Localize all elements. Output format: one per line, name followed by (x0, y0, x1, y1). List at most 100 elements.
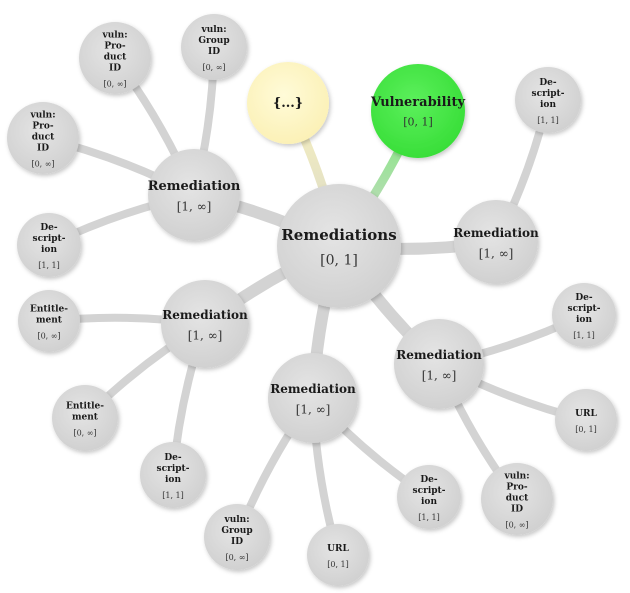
node-label-rem-s-group: vuln: (223, 515, 249, 525)
node-circle-rem-w-ent2 (52, 385, 118, 451)
node-circle-vuln (371, 64, 465, 158)
node-rem-w: Remediation [1, ∞] (161, 280, 249, 368)
node-circle-root (277, 184, 401, 308)
node-label-rem-w-desc: ion (165, 475, 181, 485)
node-root: Remediations [0, 1] (277, 184, 401, 308)
node-rem-nw: Remediation [1, ∞] (148, 149, 241, 241)
node-circle-rem-nw (148, 149, 240, 241)
node-label-rem-se: Remediation (396, 348, 482, 362)
node-circle-rem-w-desc (140, 442, 206, 508)
node-label-rem-se-prod: ID (511, 505, 523, 515)
node-cardinality-rem-w: [1, ∞] (188, 329, 223, 343)
node-label-rem-nw-group: Group (198, 36, 229, 46)
node-label-rem-nw-prod: Pro- (104, 42, 126, 52)
node-rem-s: Remediation[1, ∞] (268, 353, 358, 443)
node-label-rem-se-prod: Pro- (506, 483, 528, 493)
node-label-rem-se-prod: vuln: (503, 472, 529, 482)
node-label-rem-w-ent1: ment (36, 316, 63, 326)
node-label-rem-s-url: URL (327, 544, 349, 554)
node-rem-e-desc: De-script-ion [1, 1] (515, 67, 581, 133)
node-cardinality-rem-s-url: [0, 1] (327, 560, 349, 569)
node-circle-rem-se-desc (552, 283, 616, 347)
node-circle-rem-nw-prod2 (7, 102, 79, 174)
node-circle-rem-nw-group (181, 14, 247, 80)
node-cardinality-rem-w-ent1: [0, ∞] (37, 331, 60, 340)
node-vuln: Vulnerability [0, 1] (370, 64, 466, 158)
node-label-rem-s-desc: De- (420, 475, 438, 485)
node-cardinality-rem-nw-prod: [0, ∞] (103, 79, 126, 88)
node-label-rem-nw-group: ID (208, 47, 220, 57)
node-cardinality-rem-nw: [1, ∞] (177, 200, 212, 214)
node-label-rem-w-ent2: Entitle- (66, 402, 104, 412)
node-cardinality-rem-se-desc: [1, 1] (573, 331, 595, 340)
node-rem-w-ent2: Entitle-ment[0, ∞] (52, 385, 118, 451)
node-circle-rem-se-prod (481, 463, 553, 535)
node-cardinality-rem-e: [1, ∞] (479, 247, 514, 261)
node-cardinality-rem-se-prod: [0, ∞] (505, 520, 528, 529)
node-label-rem-s: Remediation (270, 382, 356, 396)
node-rem-nw-desc: De-script-ion [1, 1] (17, 213, 81, 277)
node-label-rem-e-desc: script- (532, 89, 565, 99)
node-label-rem-nw-prod2: ID (37, 144, 49, 154)
node-label-rem-se-url: URL (575, 409, 597, 419)
node-rem-se: Remediation [1, ∞] (394, 319, 484, 409)
node-label-rem-se-desc: ion (576, 315, 592, 325)
node-cardinality-vuln: [0, 1] (403, 116, 433, 129)
node-label-rem-w-ent1: Entitle- (30, 305, 68, 315)
node-circle-rem-nw-desc (17, 213, 81, 277)
node-label-rem-e-desc: ion (540, 100, 556, 110)
node-label-any: {...} (273, 96, 303, 111)
node-circle-rem-e-desc (515, 67, 581, 133)
node-cardinality-rem-w-desc: [1, 1] (162, 491, 184, 500)
node-label-rem-nw-prod: duct (104, 53, 127, 63)
node-label-rem-nw-prod: ID (109, 64, 121, 74)
node-label-rem-e-desc: De- (539, 78, 557, 88)
node-label-rem-nw-desc: script- (33, 234, 66, 244)
node-cardinality-rem-nw-group: [0, ∞] (202, 63, 225, 72)
node-any: {...} (247, 62, 329, 144)
node-label-rem-se-desc: script- (568, 304, 601, 314)
node-label-rem-s-desc: script- (413, 486, 446, 496)
node-label-rem-nw-prod: vuln: (101, 31, 127, 41)
node-label-rem-se-prod: duct (506, 494, 529, 504)
node-circle-rem-w (161, 280, 249, 368)
node-label-rem-s-desc: ion (421, 497, 437, 507)
node-cardinality-rem-nw-prod2: [0, ∞] (31, 159, 54, 168)
node-label-rem-w: Remediation (162, 308, 248, 322)
node-circle-rem-s (268, 353, 358, 443)
node-label-rem-nw-prod2: duct (32, 133, 55, 143)
node-label-rem-w-desc: De- (164, 453, 182, 463)
node-circle-rem-s-desc (397, 465, 461, 529)
nodes-layer: Remediations [0, 1] {...} Vulnerability [0, … (7, 14, 617, 586)
node-circle-rem-se (394, 319, 484, 409)
node-label-root: Remediations (281, 226, 396, 244)
node-label-rem-s-group: Group (221, 526, 252, 536)
node-label-rem-nw-group: vuln: (200, 25, 226, 35)
node-circle-rem-se-url (555, 389, 617, 451)
node-label-rem-se-desc: De- (575, 293, 593, 303)
node-cardinality-rem-w-ent2: [0, ∞] (73, 428, 96, 437)
node-cardinality-rem-se: [1, ∞] (422, 369, 457, 383)
node-label-rem-nw-desc: De- (40, 223, 58, 233)
node-label-rem-nw: Remediation (148, 179, 241, 194)
node-circle-rem-e (454, 200, 538, 284)
node-label-rem-nw-desc: ion (41, 245, 57, 255)
node-cardinality-root: [0, 1] (320, 252, 358, 268)
node-rem-e: Remediation[1, ∞] (453, 200, 539, 284)
node-cardinality-rem-nw-desc: [1, 1] (38, 261, 60, 270)
node-circle-rem-w-ent1 (18, 290, 80, 352)
node-label-rem-nw-prod2: Pro- (32, 122, 54, 132)
node-cardinality-rem-e-desc: [1, 1] (537, 116, 559, 125)
node-label-rem-s-group: ID (231, 537, 243, 547)
node-rem-s-url: URL [0, 1] (307, 524, 369, 586)
node-rem-se-url: URL[0, 1] (555, 389, 617, 451)
node-label-rem-w-desc: script- (157, 464, 190, 474)
node-circle-rem-nw-prod (79, 22, 151, 94)
node-cardinality-rem-s-group: [0, ∞] (225, 553, 248, 562)
node-label-vuln: Vulnerability (370, 95, 466, 110)
